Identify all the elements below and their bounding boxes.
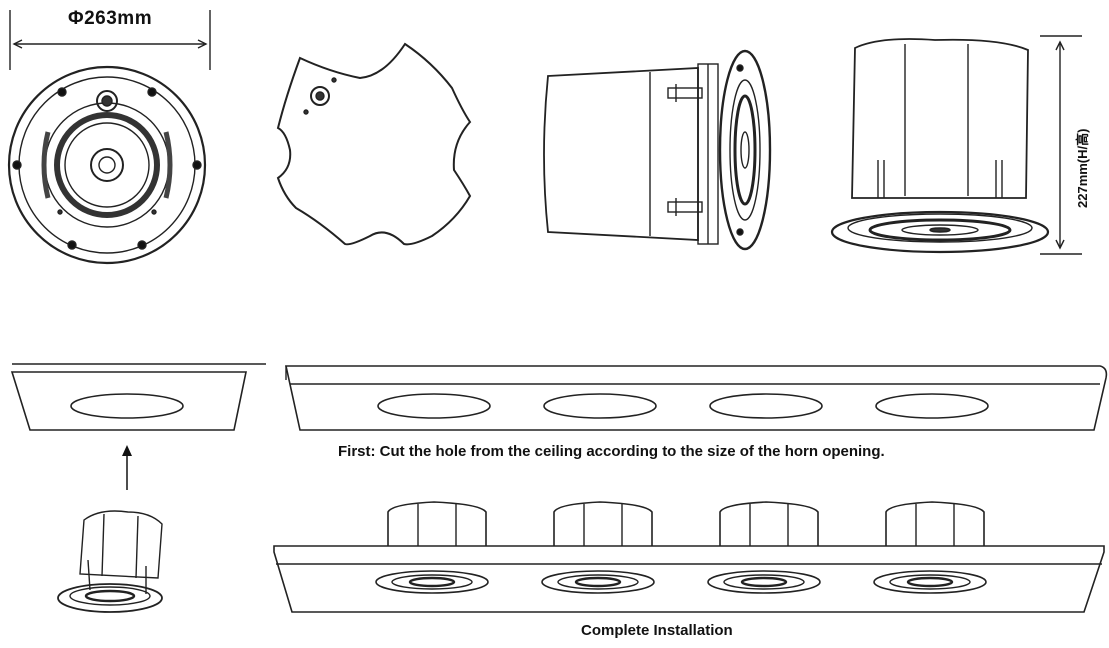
- ceiling-installed: [273, 501, 1105, 613]
- speaker-side-view: [543, 49, 772, 251]
- height-label: 227mm(H/高): [1075, 128, 1090, 208]
- speaker-small-angled: [57, 510, 163, 613]
- diameter-label: Φ263mm: [68, 8, 153, 29]
- cutout-template: [276, 42, 472, 246]
- step-first-caption: First: Cut the hole from the ceiling acc…: [338, 443, 885, 460]
- speaker-front-view: [7, 10, 211, 265]
- installed-speaker: [541, 501, 655, 594]
- installed-speaker: [375, 501, 489, 594]
- single-ceiling-panel: [10, 363, 266, 431]
- installed-speaker: [873, 501, 987, 594]
- complete-installation-caption: Complete Installation: [581, 622, 733, 639]
- up-arrow: [122, 445, 132, 490]
- installed-speaker: [707, 501, 821, 594]
- ceiling-with-holes: [285, 365, 1108, 431]
- speaker-perspective-view: [830, 35, 1082, 255]
